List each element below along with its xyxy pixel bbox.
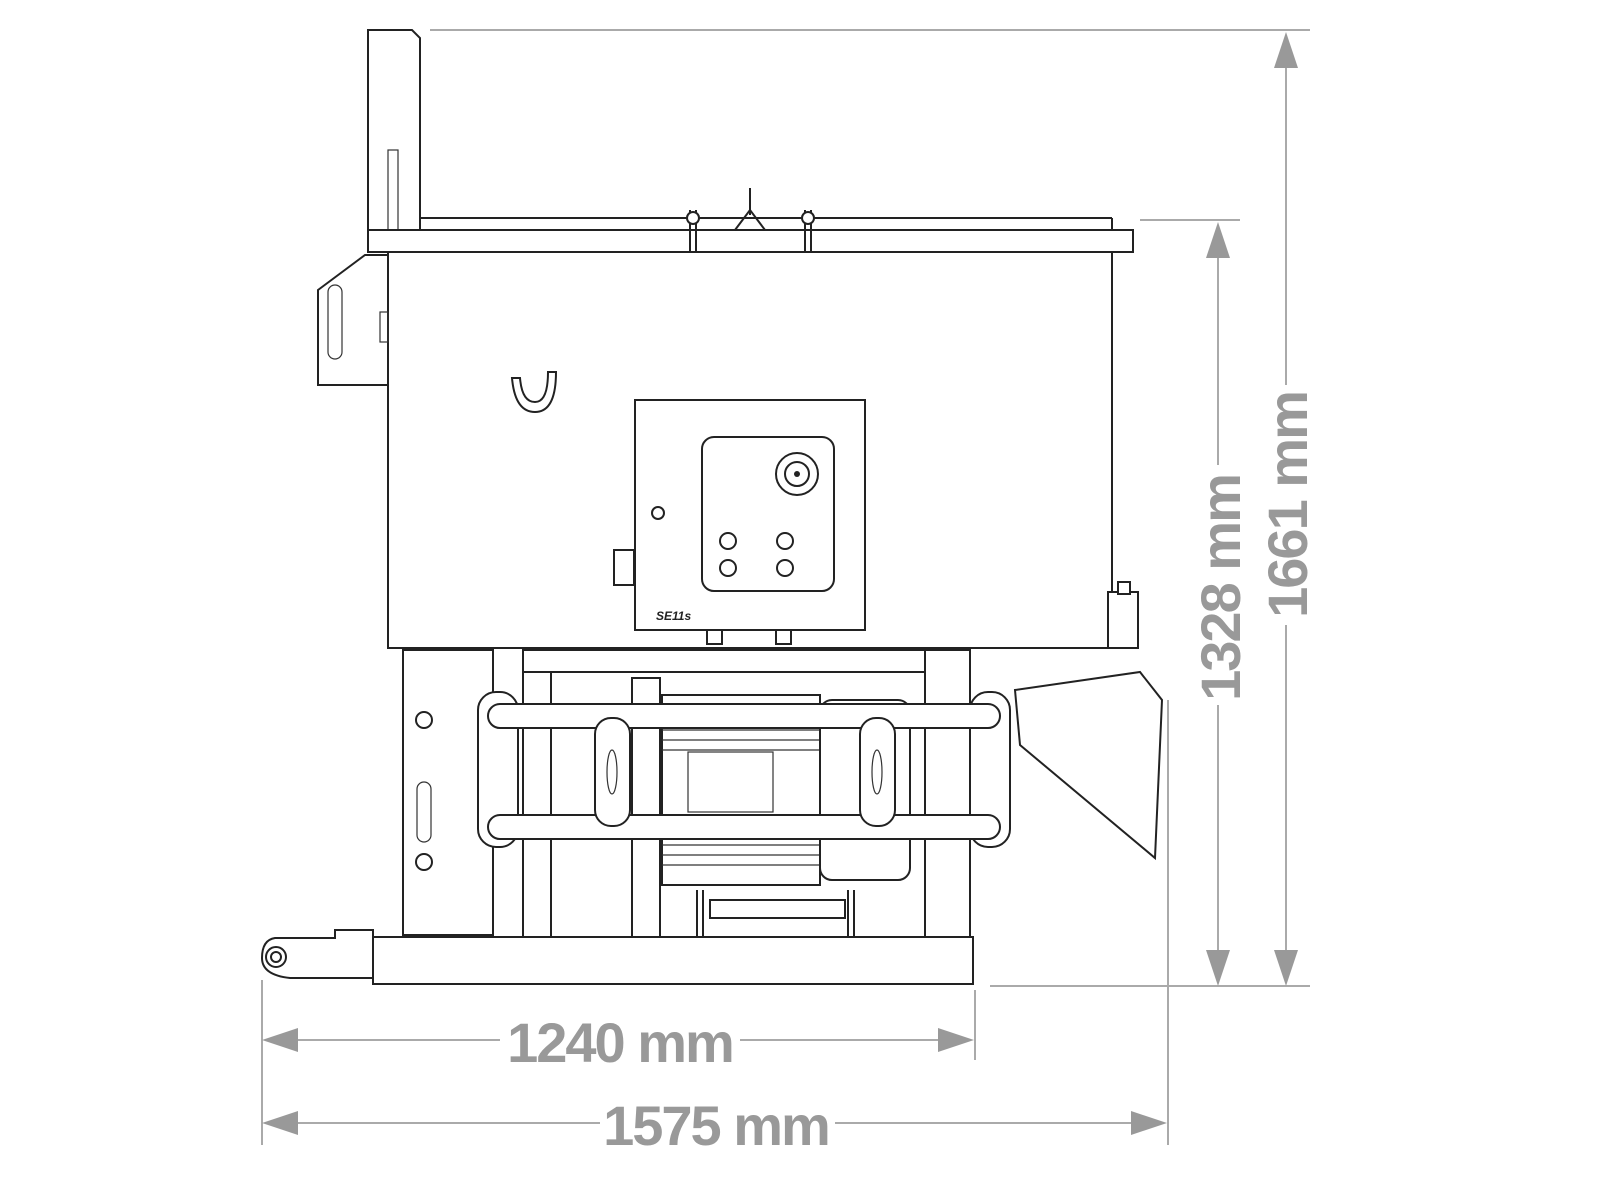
arrow-down-icon (1274, 950, 1298, 986)
arrow-up-icon (1206, 222, 1230, 258)
right-hinge (1107, 581, 1139, 649)
tow-bar (260, 929, 374, 979)
dimension-width-total: 1575 mm (262, 1094, 1167, 1157)
button-icon (776, 532, 794, 550)
dim-height-total: 1661 mm (1256, 392, 1319, 618)
model-label: SE11s (656, 609, 691, 623)
dimension-height-total: 1661 mm (1256, 32, 1319, 986)
left-bracket (317, 254, 389, 386)
discharge-chute (1013, 670, 1164, 861)
base-plate (372, 936, 974, 985)
dial-icon (775, 452, 819, 496)
handle-frame (477, 691, 1011, 848)
machine-body: SE11s (260, 29, 1164, 985)
arrow-down-icon (1206, 950, 1230, 986)
frame (402, 649, 971, 938)
dimension-height-body: 1328 mm (1189, 222, 1252, 986)
arrow-right-icon (1131, 1111, 1167, 1135)
latch (613, 549, 635, 586)
arrow-left-icon (262, 1028, 298, 1052)
button-icon (776, 559, 794, 577)
arrow-right-icon (938, 1028, 974, 1052)
arrow-up-icon (1274, 32, 1298, 68)
dim-width-base: 1240 mm (507, 1011, 733, 1074)
lid-rail (367, 229, 1134, 253)
guard-panel (367, 29, 421, 233)
dimension-width-base: 1240 mm (262, 1011, 974, 1074)
dim-height-body: 1328 mm (1189, 475, 1252, 701)
extension-lines (261, 29, 1310, 1145)
dim-width-total: 1575 mm (603, 1094, 829, 1157)
arrow-left-icon (262, 1111, 298, 1135)
screw-icon (651, 506, 665, 520)
control-box: SE11s (613, 399, 866, 645)
hook-icon (510, 371, 558, 414)
button-icon (719, 559, 737, 577)
button-icon (719, 532, 737, 550)
